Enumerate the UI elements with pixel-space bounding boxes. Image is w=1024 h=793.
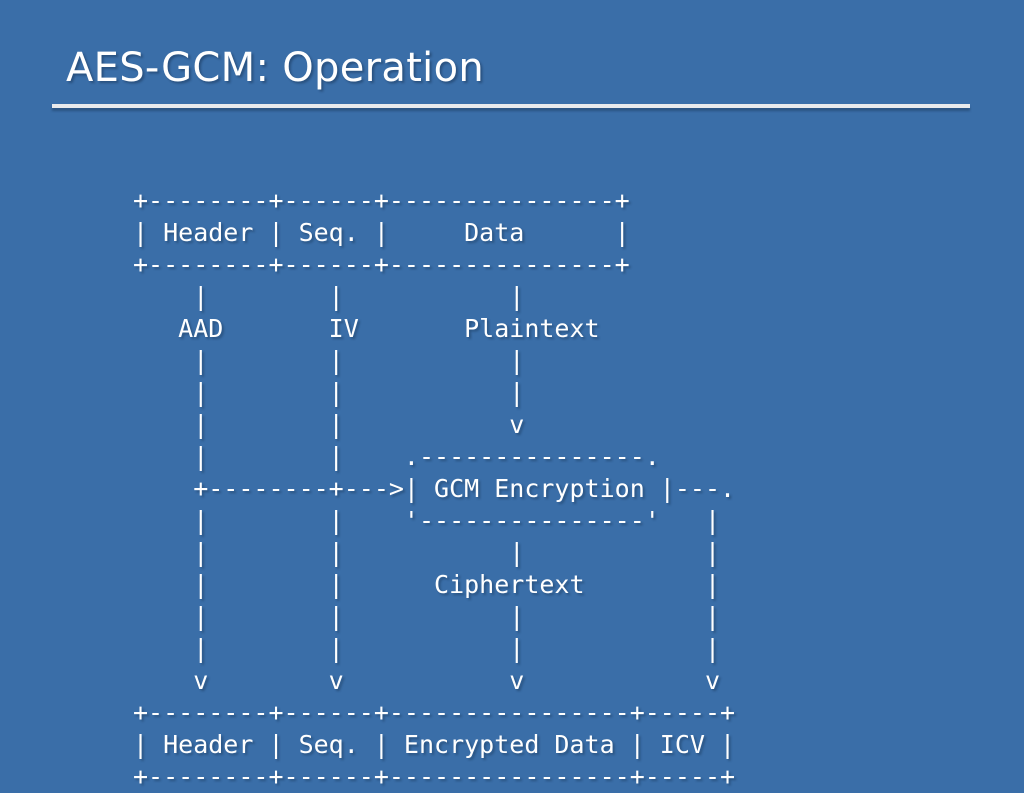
diagram-row-connector-1: | | | bbox=[133, 282, 525, 311]
diagram-row-gcm-box-bottom: | | '---------------' | bbox=[133, 506, 720, 535]
title-divider bbox=[52, 104, 970, 108]
diagram-row-input-bottom-border: +--------+------+---------------+ bbox=[133, 250, 630, 279]
diagram-row-gcm-box-top: | | .---------------. bbox=[133, 442, 660, 471]
diagram-row-output-top-border: +--------+------+----------------+-----+ bbox=[133, 698, 736, 727]
diagram-row-input-fields: | Header | Seq. | Data | bbox=[133, 218, 630, 247]
diagram-row-output-bottom-border: +--------+------+----------------+-----+ bbox=[133, 762, 736, 791]
slide-canvas: AES-GCM: Operation +--------+------+----… bbox=[52, 45, 970, 791]
diagram-row-signal-labels: AAD IV Plaintext bbox=[133, 314, 600, 343]
page-title: AES-GCM: Operation bbox=[66, 45, 485, 91]
diagram-row-ciphertext-label: | | Ciphertext | bbox=[133, 570, 720, 599]
diagram-row-output-fields: | Header | Seq. | Encrypted Data | ICV | bbox=[133, 730, 736, 759]
ascii-flow-diagram: +--------+------+---------------+ | Heade… bbox=[133, 185, 735, 793]
diagram-row-connector-6: | | | | bbox=[133, 634, 720, 663]
diagram-row-plaintext-arrow: | | v bbox=[133, 410, 525, 439]
diagram-row-output-arrows: v v v v bbox=[133, 666, 720, 695]
diagram-row-gcm-box-label: +--------+--->| GCM Encryption |---. bbox=[133, 474, 736, 503]
diagram-row-connector-3: | | | bbox=[133, 378, 525, 407]
diagram-row-connector-4: | | | | bbox=[133, 538, 720, 567]
diagram-row-connector-5: | | | | bbox=[133, 602, 720, 631]
diagram-row-connector-2: | | | bbox=[133, 346, 525, 375]
diagram-row-input-top-border: +--------+------+---------------+ bbox=[133, 186, 630, 215]
